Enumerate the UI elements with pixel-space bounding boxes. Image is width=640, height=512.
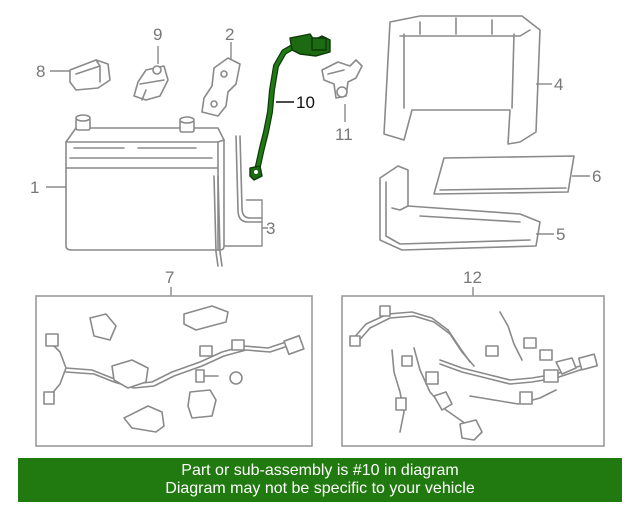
cable-part-3[interactable] [213, 135, 263, 267]
harness-drawing-part-7 [43, 305, 305, 433]
battery-cable-part-10[interactable] [249, 33, 331, 181]
bracket-part-2[interactable] [201, 57, 241, 117]
callout-9: 9 [153, 25, 162, 44]
info-banner: Part or sub-assembly is #10 in diagram D… [18, 458, 622, 502]
callout-6: 6 [592, 167, 601, 186]
fuse-part-11[interactable] [321, 59, 363, 99]
banner-line-2: Diagram may not be specific to your vehi… [165, 480, 475, 497]
callout-10: 10 [296, 93, 315, 112]
terminal-cover-part-8[interactable] [69, 59, 111, 91]
parts-diagram: 1 2 3 4 5 6 8 [30, 15, 605, 447]
callout-3: 3 [266, 219, 275, 238]
harness-drawing-part-12 [349, 305, 599, 441]
banner-line-1: Part or sub-assembly is #10 in diagram [181, 462, 459, 479]
callout-1: 1 [30, 178, 39, 197]
callout-7: 7 [165, 268, 174, 287]
callout-11: 11 [335, 125, 353, 144]
terminal-part-9[interactable] [133, 65, 169, 101]
callout-8: 8 [36, 62, 45, 81]
callout-4: 4 [554, 75, 563, 94]
battery-pad-part-6[interactable] [433, 155, 575, 195]
battery-part-1[interactable] [65, 114, 225, 251]
battery-tray-part-5[interactable] [379, 165, 541, 251]
callout-2: 2 [225, 25, 234, 44]
callout-5: 5 [556, 225, 565, 244]
battery-box-part-4[interactable] [383, 15, 541, 145]
callout-12: 12 [463, 268, 482, 287]
